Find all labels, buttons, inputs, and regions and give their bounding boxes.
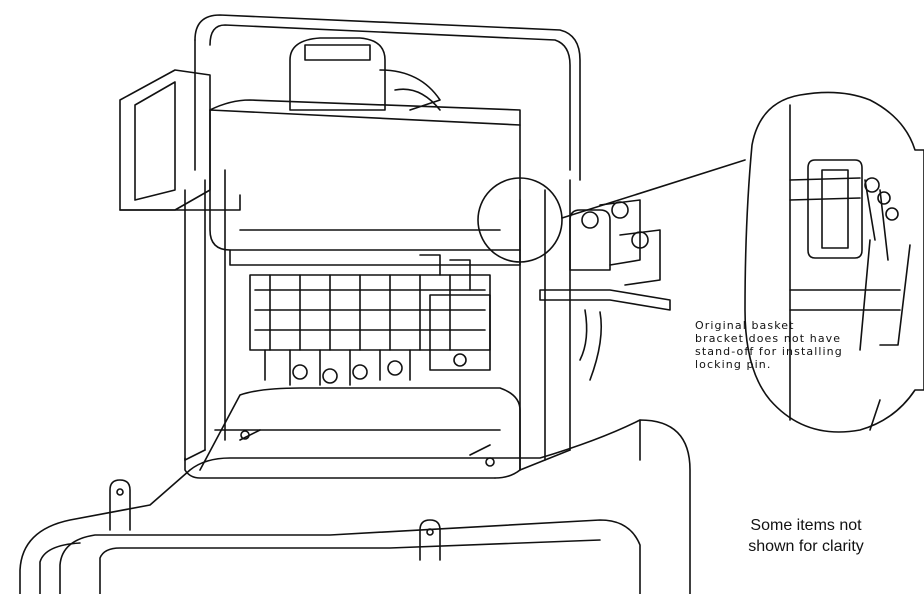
callout-line-3: stand-off for installing bbox=[695, 345, 843, 358]
basket-bracket-callout: Original basket bracket does not have st… bbox=[695, 319, 895, 371]
clarity-note: Some items not shown for clarity bbox=[706, 515, 906, 557]
frame-posts bbox=[184, 169, 571, 471]
detail-callout-marker bbox=[477, 159, 746, 263]
note-line-2: shown for clarity bbox=[748, 538, 864, 555]
callout-line-1: Original basket bbox=[695, 319, 795, 332]
callout-line-2: bracket does not have bbox=[695, 332, 842, 345]
callout-line-4: locking pin. bbox=[695, 358, 772, 371]
floor-plate bbox=[199, 387, 521, 479]
motor-unit bbox=[289, 37, 441, 111]
base-cabinet bbox=[19, 419, 691, 594]
right-shelf bbox=[539, 199, 671, 381]
valve-block bbox=[249, 254, 491, 386]
detail-view bbox=[744, 91, 924, 433]
left-bracket bbox=[119, 69, 241, 211]
note-line-1: Some items not bbox=[750, 517, 862, 534]
rear-frame bbox=[194, 14, 581, 181]
mounting-tabs bbox=[109, 479, 441, 561]
reservoir-box bbox=[209, 99, 521, 266]
callout-leader-line bbox=[879, 244, 911, 346]
